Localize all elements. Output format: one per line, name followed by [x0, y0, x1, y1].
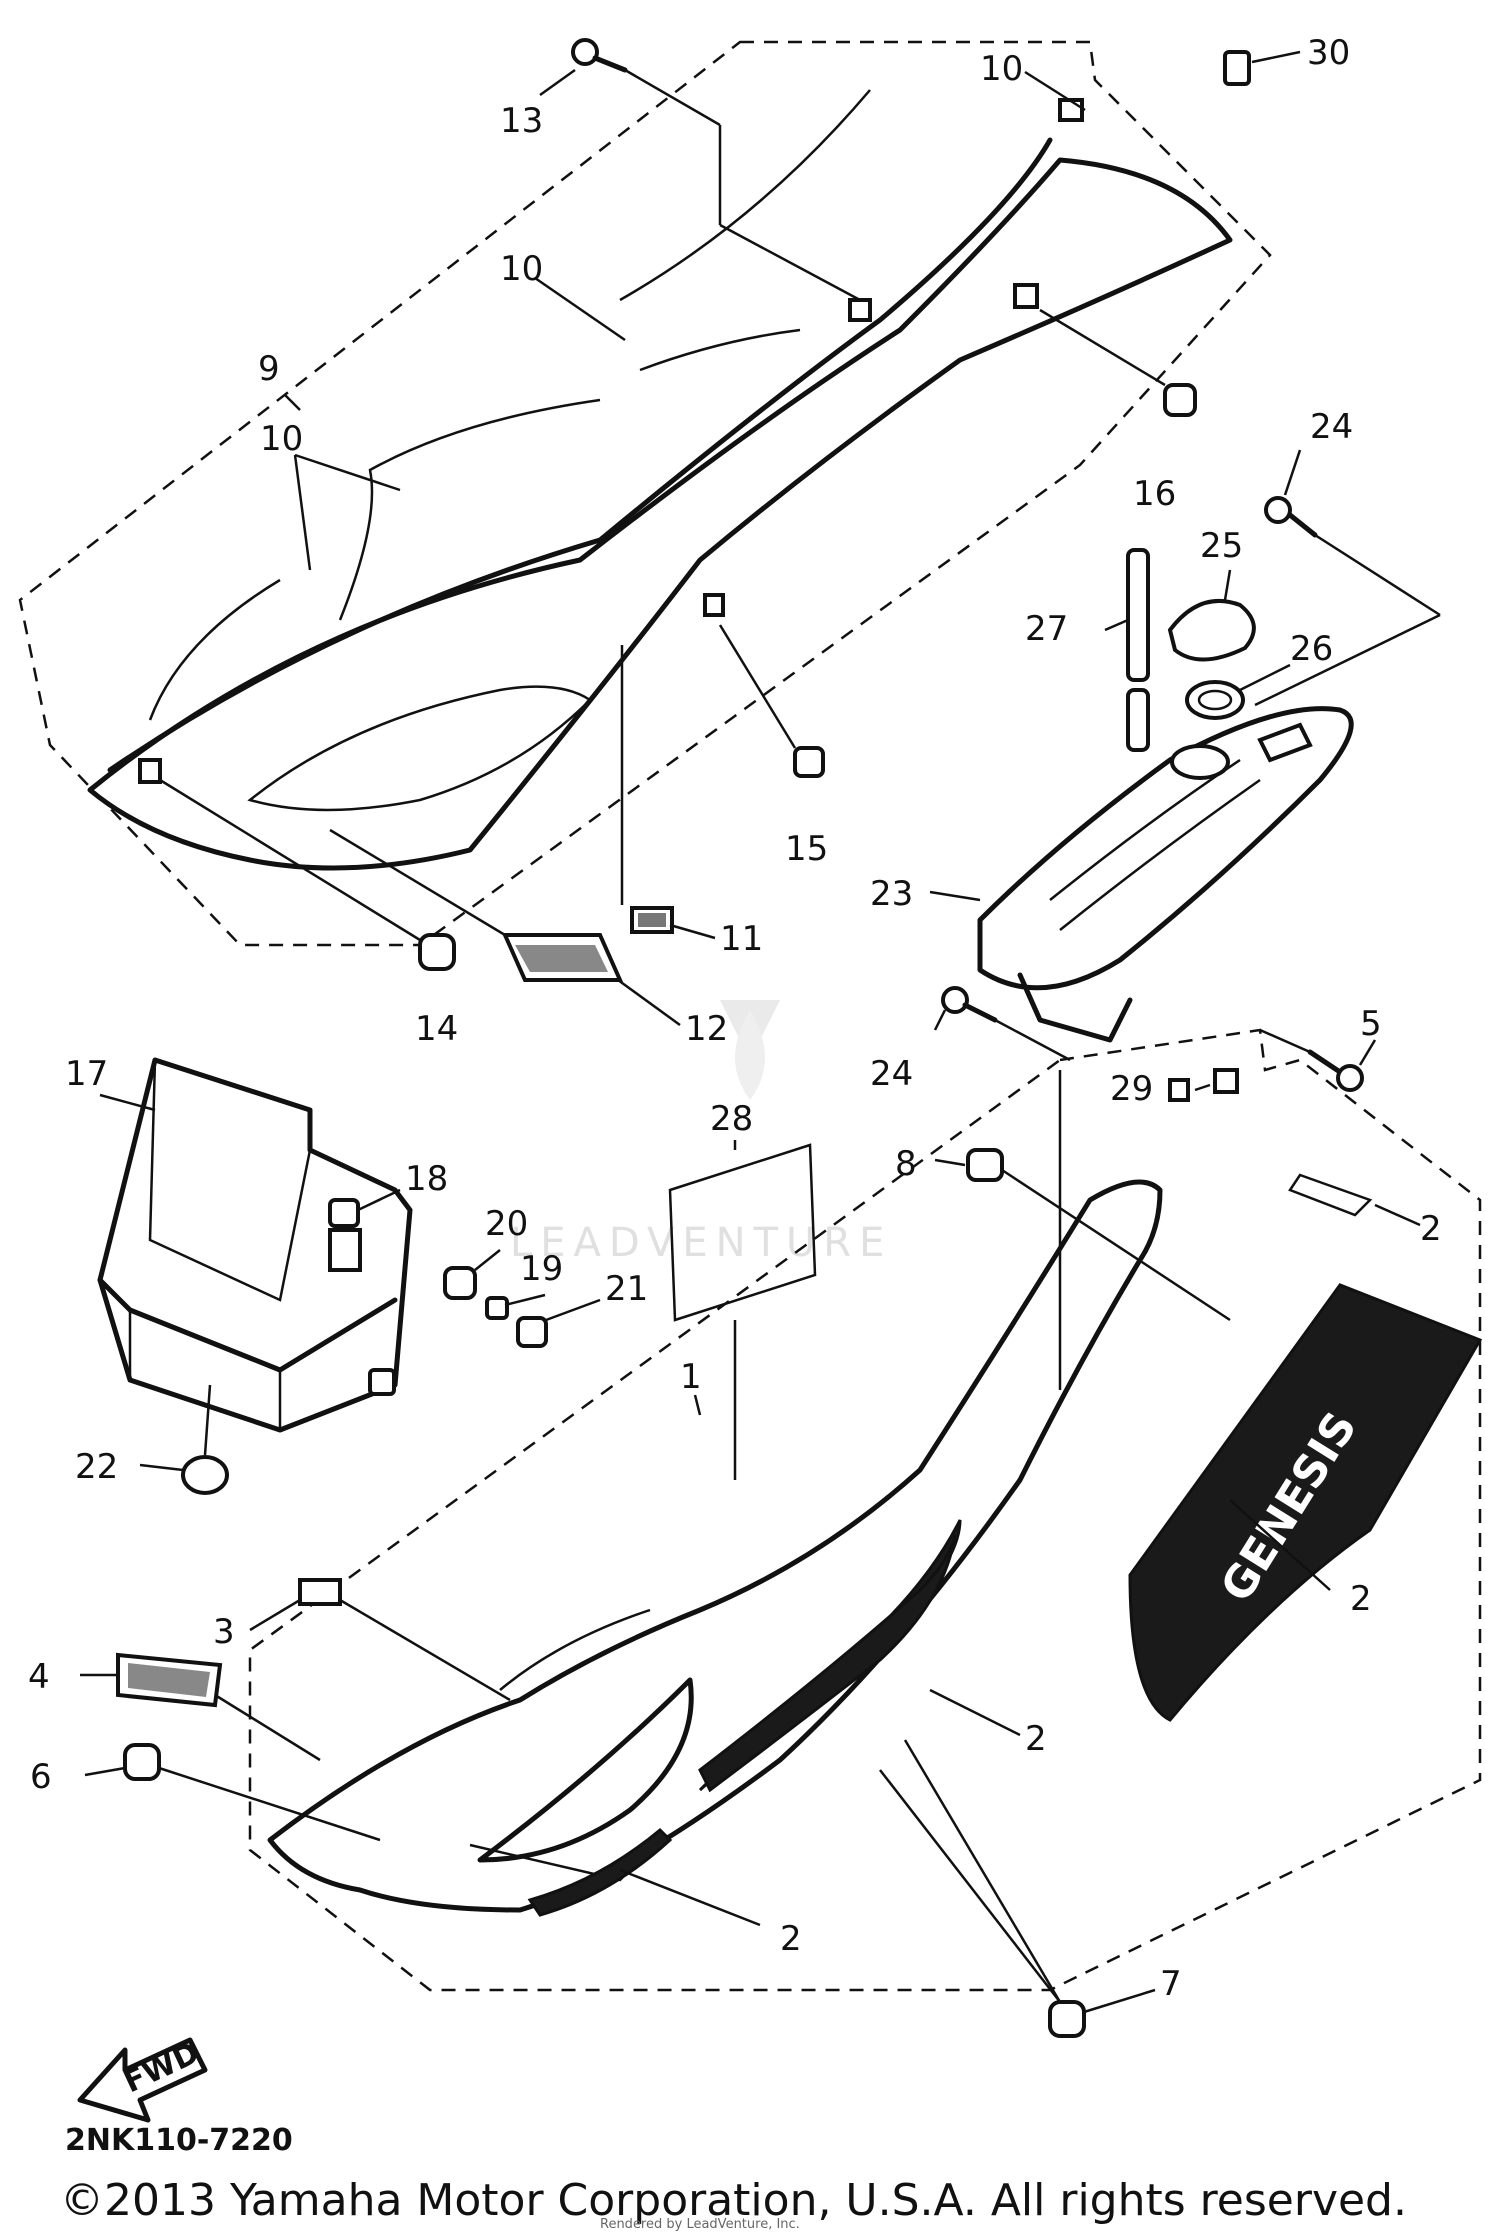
part-26-gasket: 26 [1185, 629, 1333, 720]
callout-10-a: 10 [980, 49, 1023, 89]
part-6-grommet: 6 [30, 1743, 381, 1842]
callout-24-top: 24 [1310, 407, 1353, 447]
part-21-nut: 21 [516, 1269, 648, 1348]
callout-2-d: 2 [780, 1919, 802, 1959]
callout-5: 5 [1360, 1004, 1382, 1044]
callout-18: 18 [405, 1159, 448, 1199]
part-19-collar: 19 [485, 1249, 563, 1320]
callout-20: 20 [485, 1204, 528, 1244]
part-13-screw: 13 [500, 38, 861, 302]
seat-cowl-9 [87, 89, 1233, 871]
assembly-1-boundary [248, 1028, 1482, 1992]
fwd-arrow-icon: FWD [77, 2035, 208, 2123]
callout-17: 17 [65, 1054, 108, 1094]
rendered-by: Rendered by LeadVenture, Inc. [600, 2217, 800, 2232]
callout-12: 12 [685, 1009, 728, 1049]
part-23-tank: 23 [870, 706, 1354, 1043]
callout-30: 30 [1307, 33, 1350, 73]
part-30-clip: 30 [1223, 33, 1350, 86]
callout-10-c: 10 [260, 419, 303, 459]
callout-19: 19 [520, 1249, 563, 1289]
part-15-nut: 15 [718, 624, 828, 869]
part-24-bolt-top: 24 [1254, 407, 1441, 707]
part-9-seat: 9 [258, 349, 301, 411]
part-16-grommet: 16 [1039, 308, 1197, 514]
part-12-sponge: 12 [329, 828, 728, 1049]
part-22-grommet: 22 [75, 1384, 229, 1495]
callout-2-b: 2 [1420, 1209, 1442, 1249]
part-20-damper: 20 [443, 1204, 528, 1300]
callout-6: 6 [30, 1757, 52, 1797]
callout-2-a: 2 [1350, 1579, 1372, 1619]
part-1-side-cover: 1 [680, 1357, 702, 1416]
callout-13: 13 [500, 101, 543, 141]
part-28-label: 28 [668, 1099, 817, 1480]
part-29-clip: 29 [1110, 1068, 1239, 1109]
callout-1: 1 [680, 1357, 702, 1397]
part-11-pad: 11 [620, 645, 763, 959]
callout-7: 7 [1160, 1964, 1182, 2004]
part-2-middle-stripe: 2 [698, 1534, 1047, 1793]
part-8-grommet: 8 [895, 1144, 1231, 1322]
callout-14: 14 [415, 1009, 458, 1049]
part-25-cap: 25 [1167, 526, 1256, 662]
part-2-lower-stripe: 2 [527, 1827, 802, 1959]
callout-3: 3 [213, 1612, 235, 1652]
callout-23: 23 [870, 874, 913, 914]
part-10-damper: 10 10 10 [260, 49, 1086, 571]
callout-16: 16 [1133, 474, 1176, 514]
assembly-9-boundary [18, 40, 1272, 947]
callout-24-bottom: 24 [870, 1054, 913, 1094]
callout-26: 26 [1290, 629, 1333, 669]
part-27-hose: 27 [1025, 548, 1150, 752]
callout-4: 4 [28, 1657, 50, 1697]
part-17-battery-box: 17 [65, 1054, 413, 1433]
callout-25: 25 [1200, 526, 1243, 566]
callout-28: 28 [710, 1099, 753, 1139]
watermark-text: LEADVENTURE [510, 1220, 892, 1266]
callout-22: 22 [75, 1447, 118, 1487]
part-5-bolt: 5 [1259, 1004, 1382, 1092]
part-2-upper-stripe: 2 [1288, 1173, 1442, 1249]
callout-21: 21 [605, 1269, 648, 1309]
callout-11: 11 [720, 919, 763, 959]
callout-9: 9 [258, 349, 280, 389]
callout-27: 27 [1025, 609, 1068, 649]
callout-15: 15 [785, 829, 828, 869]
callout-2-c: 2 [1025, 1719, 1047, 1759]
callout-10-b: 10 [500, 249, 543, 289]
callout-8: 8 [895, 1144, 917, 1184]
part-3-pad: 3 [213, 1578, 511, 1702]
part-18-bolt: 18 [328, 1159, 448, 1228]
copyright-notice: ©2013 Yamaha Motor Corporation, U.S.A. A… [60, 2175, 1407, 2226]
part-4-sponge: 4 [28, 1652, 321, 1762]
part-24-bolt-bottom: 24 [870, 986, 1071, 1094]
watermark: LEADVENTURE [510, 1000, 892, 1266]
diagram-code: 2NK110-7220 [65, 2123, 293, 2158]
part-7-grommet: 7 [879, 1739, 1182, 2038]
part-2-genesis-decal: GENESIS 2 [1128, 1283, 1483, 1722]
part-14-grommet: 14 [159, 778, 458, 1049]
callout-29: 29 [1110, 1069, 1153, 1109]
